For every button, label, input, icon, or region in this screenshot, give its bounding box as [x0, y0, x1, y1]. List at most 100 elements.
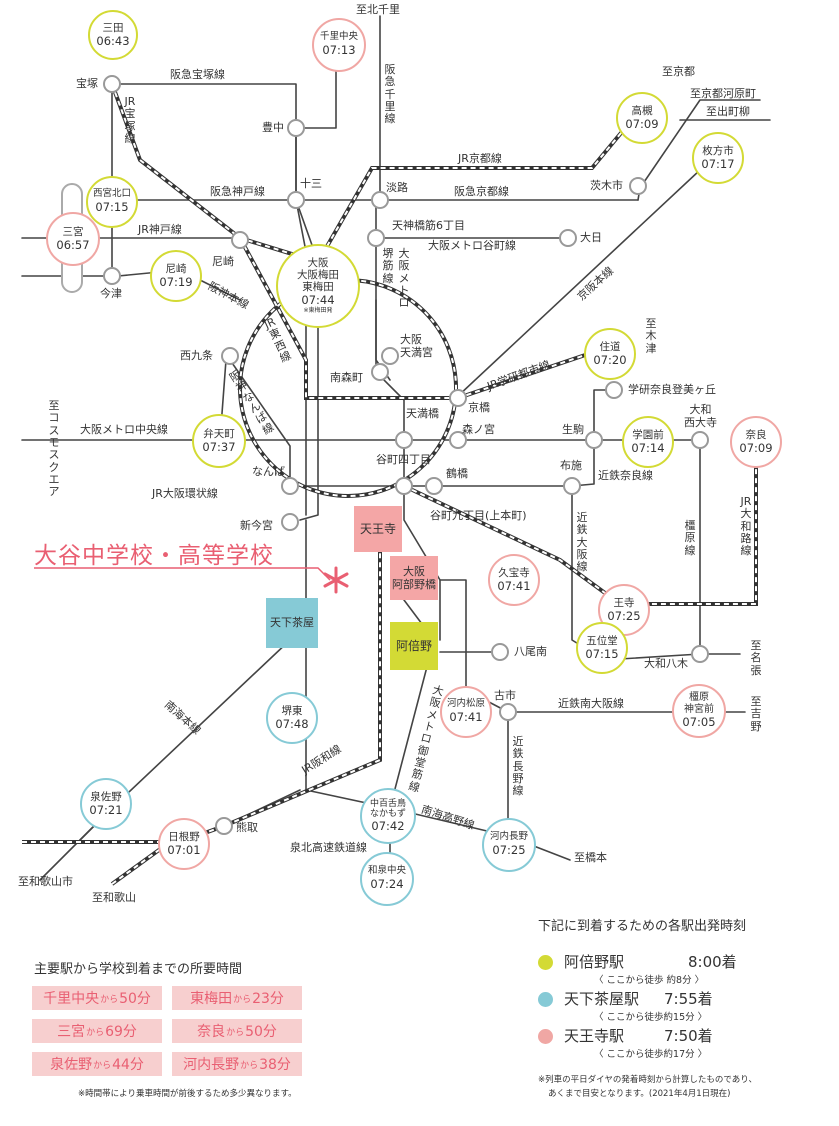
stn-minamimorimachi: 南森町	[330, 371, 363, 384]
dir-wakayama: 至和歌山	[92, 891, 136, 904]
times-heading: 主要駅から学校到着までの所要時間	[34, 962, 243, 977]
dir-hashimoto: 至橋本	[574, 851, 607, 864]
stn-tanimachi-4: 谷町四丁目	[376, 453, 431, 466]
dir-wakayamashi: 至和歌山市	[18, 875, 73, 888]
stn-nishikujo: 西九条	[180, 349, 213, 362]
box-tengachaya: 天下茶屋	[266, 598, 318, 648]
line-tanimachi-9: 谷町九丁目(上本町)	[430, 509, 527, 522]
dir-kizu: 至木津	[645, 317, 657, 355]
stn-amagasaki-h: 尼崎	[212, 255, 234, 268]
box-abenobashi: 大阪 阿部野橋	[390, 556, 438, 600]
stn-fuse: 布施	[560, 459, 582, 472]
legend-station-tengachaya: 天下茶屋駅	[564, 990, 640, 1008]
legend-time-abeno: 8:00着	[688, 953, 737, 971]
stn-yao-minami: 八尾南	[514, 645, 547, 658]
stn-tsuruhashi: 鶴橋	[446, 467, 468, 480]
line-hankyu-kobe: 阪急神戸線	[210, 185, 265, 198]
legend-dot-tennoji	[538, 1029, 553, 1044]
stn-furuichi: 古市	[494, 689, 516, 702]
legend-heading: 下記に到着するための各駅出発時刻	[538, 919, 747, 934]
line-jr-loop: JR大阪環状線	[152, 487, 218, 500]
stn-tenmabashi: 天満橋	[406, 407, 439, 420]
line-jr-yamatoji: JR大和路線	[740, 495, 752, 558]
school-title: 大谷中学校・高等学校	[34, 543, 274, 569]
legend-station-tennoji: 天王寺駅	[564, 1027, 625, 1045]
line-kintetsu-nagano: 近鉄長野線	[512, 735, 524, 798]
stn-takarazuka: 宝塚	[76, 77, 98, 90]
line-tenjinbashi-6: 天神橋筋6丁目	[392, 219, 465, 232]
line-kintetsu-osaka: 近鉄大阪線	[576, 511, 588, 574]
times-note: ※時間帯により乗車時間が前後するため多少異なります。	[78, 1089, 297, 1099]
line-kintetsu-nara: 近鉄奈良線	[598, 469, 653, 482]
stn-yamato-yagi: 大和八木	[644, 657, 688, 670]
dir-nabari: 至名張	[750, 639, 762, 677]
legend-time-tennoji: 7:50着	[664, 1027, 713, 1045]
stn-juso: 十三	[300, 177, 322, 190]
stn-namba: なんば	[252, 465, 285, 478]
dir-kitasenri: 至北千里	[356, 3, 400, 16]
stn-shin-imamiya: 新今宮	[240, 519, 273, 532]
line-jr-kobe: JR神戸線	[138, 223, 182, 236]
legend-note-1: ※列車の平日ダイヤの発着時刻から計算したものであり、	[538, 1075, 757, 1085]
legend-dot-tengachaya	[538, 992, 553, 1007]
stn-osaka-tenmangu: 大阪 天満宮	[400, 333, 433, 359]
stn-dainichi: 大日	[580, 231, 602, 244]
legend-station-abeno: 阿倍野駅	[564, 953, 625, 971]
line-senboku: 泉北高速鉄道線	[290, 841, 367, 854]
dir-cosmosquare: 至コスモスクエア	[48, 399, 60, 499]
line-jr-takarazuka: JR宝塚線	[124, 95, 136, 145]
stn-imazu: 今津	[100, 287, 122, 300]
stn-toyonaka: 豊中	[262, 121, 284, 134]
stn-kyobashi: 京橋	[468, 401, 490, 414]
line-hankyu-senri: 阪急千里線	[384, 63, 396, 126]
line-kintetsu-minami-osaka: 近鉄南大阪線	[558, 697, 624, 710]
legend-walk-abeno: 〈 ここから徒歩 約8分 〉	[594, 975, 705, 986]
line-hankyu-takarazuka: 阪急宝塚線	[170, 68, 225, 81]
stn-ikoma: 生駒	[562, 423, 584, 436]
stn-kumatori: 熊取	[236, 821, 258, 834]
stn-gakken-nara-tomigaoka: 学研奈良登美ヶ丘	[628, 383, 716, 396]
legend-walk-tengachaya: 〈 ここから徒歩約15分 〉	[594, 1012, 708, 1023]
stn-ibarakishi: 茨木市	[590, 179, 623, 192]
legend-note-2: あくまで目安となります。(2021年4月1日現在)	[548, 1089, 731, 1099]
dir-kyoto: 至京都	[662, 65, 695, 78]
line-tanimachi: 大阪メトロ谷町線	[428, 239, 516, 252]
dir-yoshino: 至吉野	[750, 695, 762, 733]
line-sakaisuji: 堺筋線	[382, 247, 394, 285]
school-marker	[323, 566, 349, 594]
line-jr-kyoto: JR京都線	[458, 152, 502, 165]
legend-walk-tennoji: 〈 ここから徒歩約17分 〉	[594, 1049, 708, 1060]
line-kashihara: 橿原線	[684, 519, 696, 557]
legend-time-tengachaya: 7:55着	[664, 990, 713, 1008]
legend-dot-abeno	[538, 955, 553, 970]
dir-demachiyanagi: 至出町柳	[706, 105, 750, 118]
dir-kyoto-kawaramachi: 至京都河原町	[690, 87, 756, 100]
stn-awaji: 淡路	[386, 181, 408, 194]
box-abeno: 阿倍野	[390, 622, 438, 670]
line-chuo: 大阪メトロ中央線	[80, 423, 168, 436]
line-osaka-metro: 大阪メトロ	[398, 247, 410, 310]
